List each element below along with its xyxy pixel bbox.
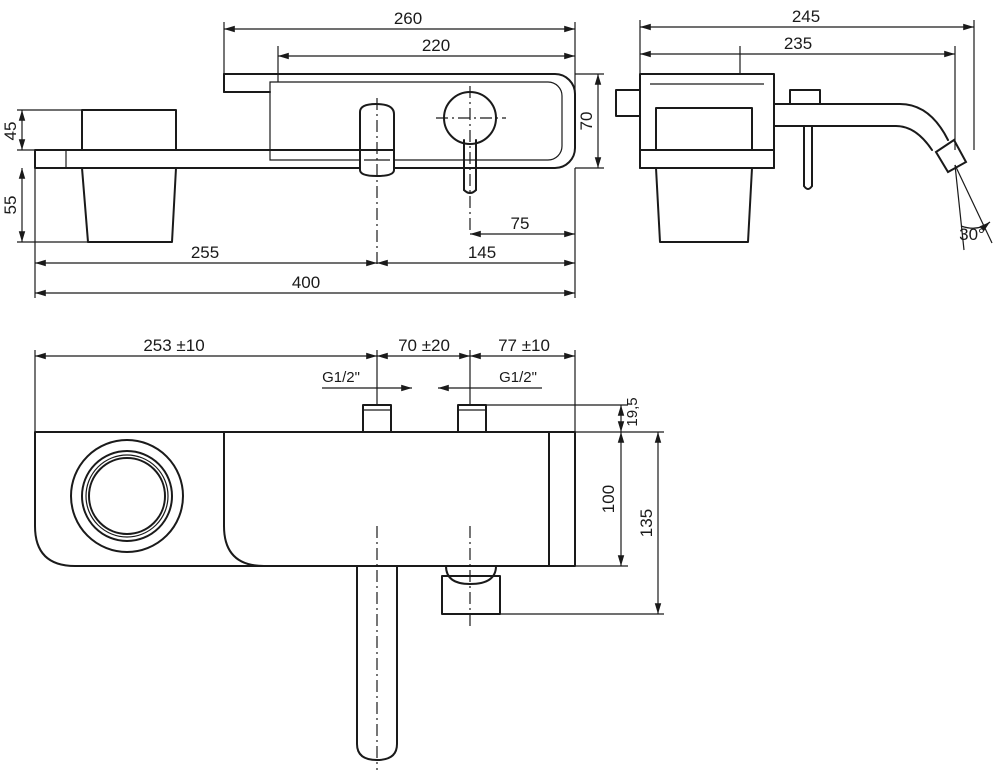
dim-label-100: 100 <box>599 485 618 513</box>
dim-label-260: 260 <box>394 9 422 28</box>
cup-ring-mid <box>81 450 173 542</box>
dim-label-235: 235 <box>784 34 812 53</box>
cup-ring-inner <box>88 457 166 535</box>
inlet-left <box>362 404 392 433</box>
inlet-right <box>457 404 487 433</box>
thread-label-right: G1/2" <box>499 369 537 386</box>
dim-label-19-5: 19,5 <box>624 397 641 426</box>
dim-label-75: 75 <box>511 214 530 233</box>
side-view: 245 235 30° <box>615 7 993 251</box>
dim-label-400: 400 <box>292 273 320 292</box>
wall-fitting <box>615 89 641 117</box>
front-body <box>34 431 576 567</box>
mixer-body-outline <box>223 73 576 169</box>
side-glass-bottom <box>655 167 753 243</box>
dim-label-70-20: 70 ±20 <box>398 336 450 355</box>
dim-label-253: 253 ±10 <box>143 336 204 355</box>
mixer-body-inner <box>269 81 563 161</box>
glass-cup-bottom <box>81 167 177 243</box>
dim-label-145: 145 <box>468 243 496 262</box>
outlet-block <box>441 575 501 615</box>
shelf-plate <box>34 149 366 169</box>
arm-block <box>789 89 821 105</box>
glass-cup-top <box>81 109 177 151</box>
thread-label-left: G1/2" <box>322 369 360 386</box>
dim-label-220: 220 <box>422 36 450 55</box>
side-spout-end <box>934 138 968 174</box>
dim-label-45: 45 <box>1 122 20 141</box>
dim-label-255: 255 <box>191 243 219 262</box>
front-lever <box>356 565 398 761</box>
side-shelf <box>639 149 775 169</box>
cup-ring-outer <box>70 439 184 553</box>
side-glass-top <box>655 107 753 151</box>
front-view: 253 ±10 70 ±20 77 ±10 G1/2" G1/2" 19,5 1… <box>34 336 664 770</box>
side-body <box>639 73 775 169</box>
dim-label-70: 70 <box>577 112 596 131</box>
side-spout-arm <box>773 103 949 141</box>
top-view: 260 220 70 45 55 75 255 145 400 <box>1 9 604 298</box>
dim-label-245: 245 <box>792 7 820 26</box>
dim-label-77: 77 ±10 <box>498 336 550 355</box>
angle-label-30: 30° <box>959 225 985 244</box>
dim-label-55: 55 <box>1 196 20 215</box>
dim-label-135: 135 <box>637 509 656 537</box>
